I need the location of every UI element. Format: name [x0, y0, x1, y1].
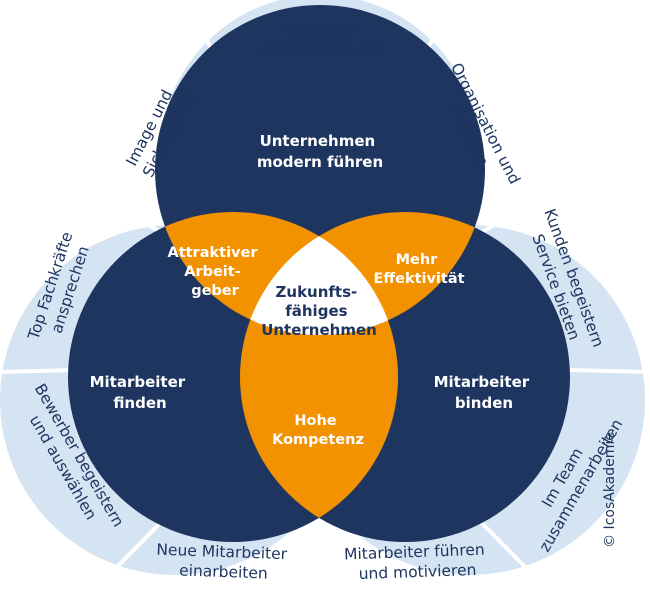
segment-label-arbeitsplatz: Moderner Arbeitsplatz / IT: [261, 20, 383, 58]
overlap-label-top-right: Mehr Effektivität: [373, 252, 464, 287]
center-region: [240, 212, 398, 335]
segment-separator: [567, 368, 650, 374]
segment-separator: [88, 188, 162, 234]
circle-labels: Unternehmen modern führen Mitarbeiter fi…: [90, 132, 535, 412]
overlap-label-bottom: Hohe Kompetenz: [272, 413, 364, 448]
copyright-label: © IcosAkademie: [602, 432, 618, 548]
segment-label-fuehren: Mitarbeiter führen und motivieren: [344, 540, 491, 583]
overlap-label-top-left: Attraktiver Arbeit- geber: [167, 245, 262, 299]
segment-separator: [0, 368, 73, 374]
segment-separator: [481, 188, 556, 234]
circle-label-top: Unternehmen modern führen: [257, 132, 383, 171]
center-label: Zukunfts- fähiges Unternehmen: [261, 283, 377, 339]
overlap-labels: Attraktiver Arbeit- geber Mehr Effektivi…: [167, 245, 464, 448]
center-triple-overlap: [240, 212, 398, 335]
segment-label-einarbeiten: Neue Mitarbeiter einarbeiten: [155, 541, 292, 584]
circle-label-right: Mitarbeiter binden: [434, 373, 535, 412]
circle-label-left: Mitarbeiter finden: [90, 373, 191, 412]
